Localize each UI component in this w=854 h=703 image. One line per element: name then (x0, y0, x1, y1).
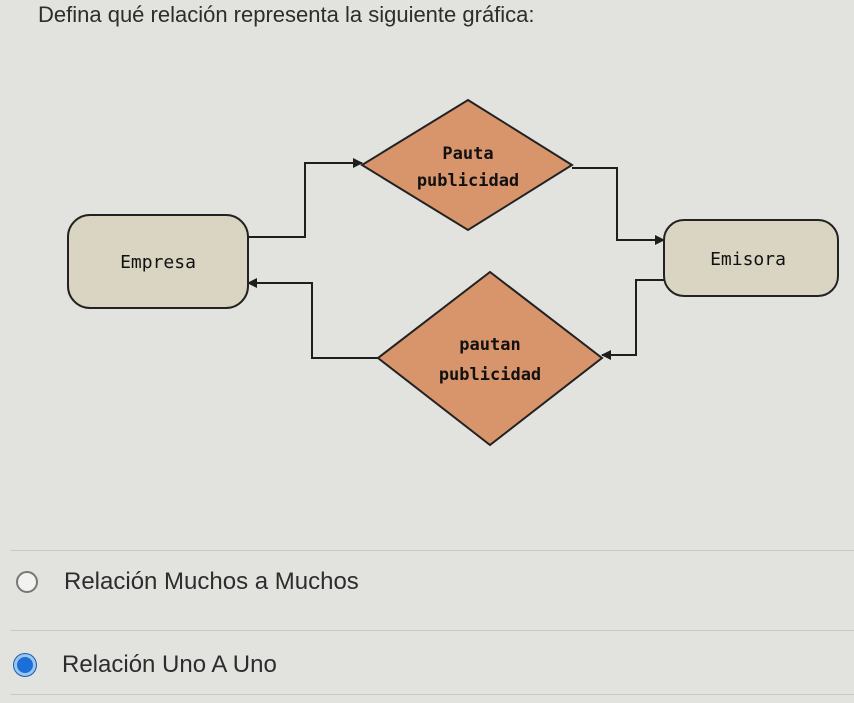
connector-empresa-pauta (248, 158, 363, 238)
entity-emisora (663, 219, 839, 297)
relation-pauta-publicidad (360, 98, 574, 232)
connector-pautan-empresa (247, 278, 378, 359)
relation-top-line2: publicidad (417, 171, 519, 191)
entity-emisora-label: Emisora (710, 249, 786, 270)
option-label: Relación Muchos a Muchos (64, 568, 359, 595)
divider (10, 550, 854, 551)
option-label: Relación Uno A Uno (62, 651, 277, 678)
relation-top-line1: Pauta (442, 144, 493, 164)
relation-bottom-line2: publicidad (439, 365, 541, 385)
entity-empresa (67, 214, 249, 309)
radio-selected[interactable] (14, 654, 36, 676)
relation-bottom-line1: pautan (459, 335, 520, 355)
entity-empresa-label: Empresa (120, 252, 196, 273)
divider (10, 630, 854, 631)
radio-unselected[interactable] (16, 571, 38, 593)
connector-emisora-pautan (601, 279, 664, 360)
option-uno-a-uno[interactable]: Relación Uno A Uno (14, 651, 277, 679)
connector-pauta-emisora (572, 167, 665, 245)
divider (10, 694, 854, 695)
er-diagram: Empresa Emisora Pauta publicidad pautan … (67, 98, 839, 447)
question-title: Defina qué relación representa la siguie… (38, 2, 535, 27)
option-muchos-a-muchos[interactable]: Relación Muchos a Muchos (16, 568, 359, 596)
relation-pautan-publicidad (376, 270, 604, 447)
